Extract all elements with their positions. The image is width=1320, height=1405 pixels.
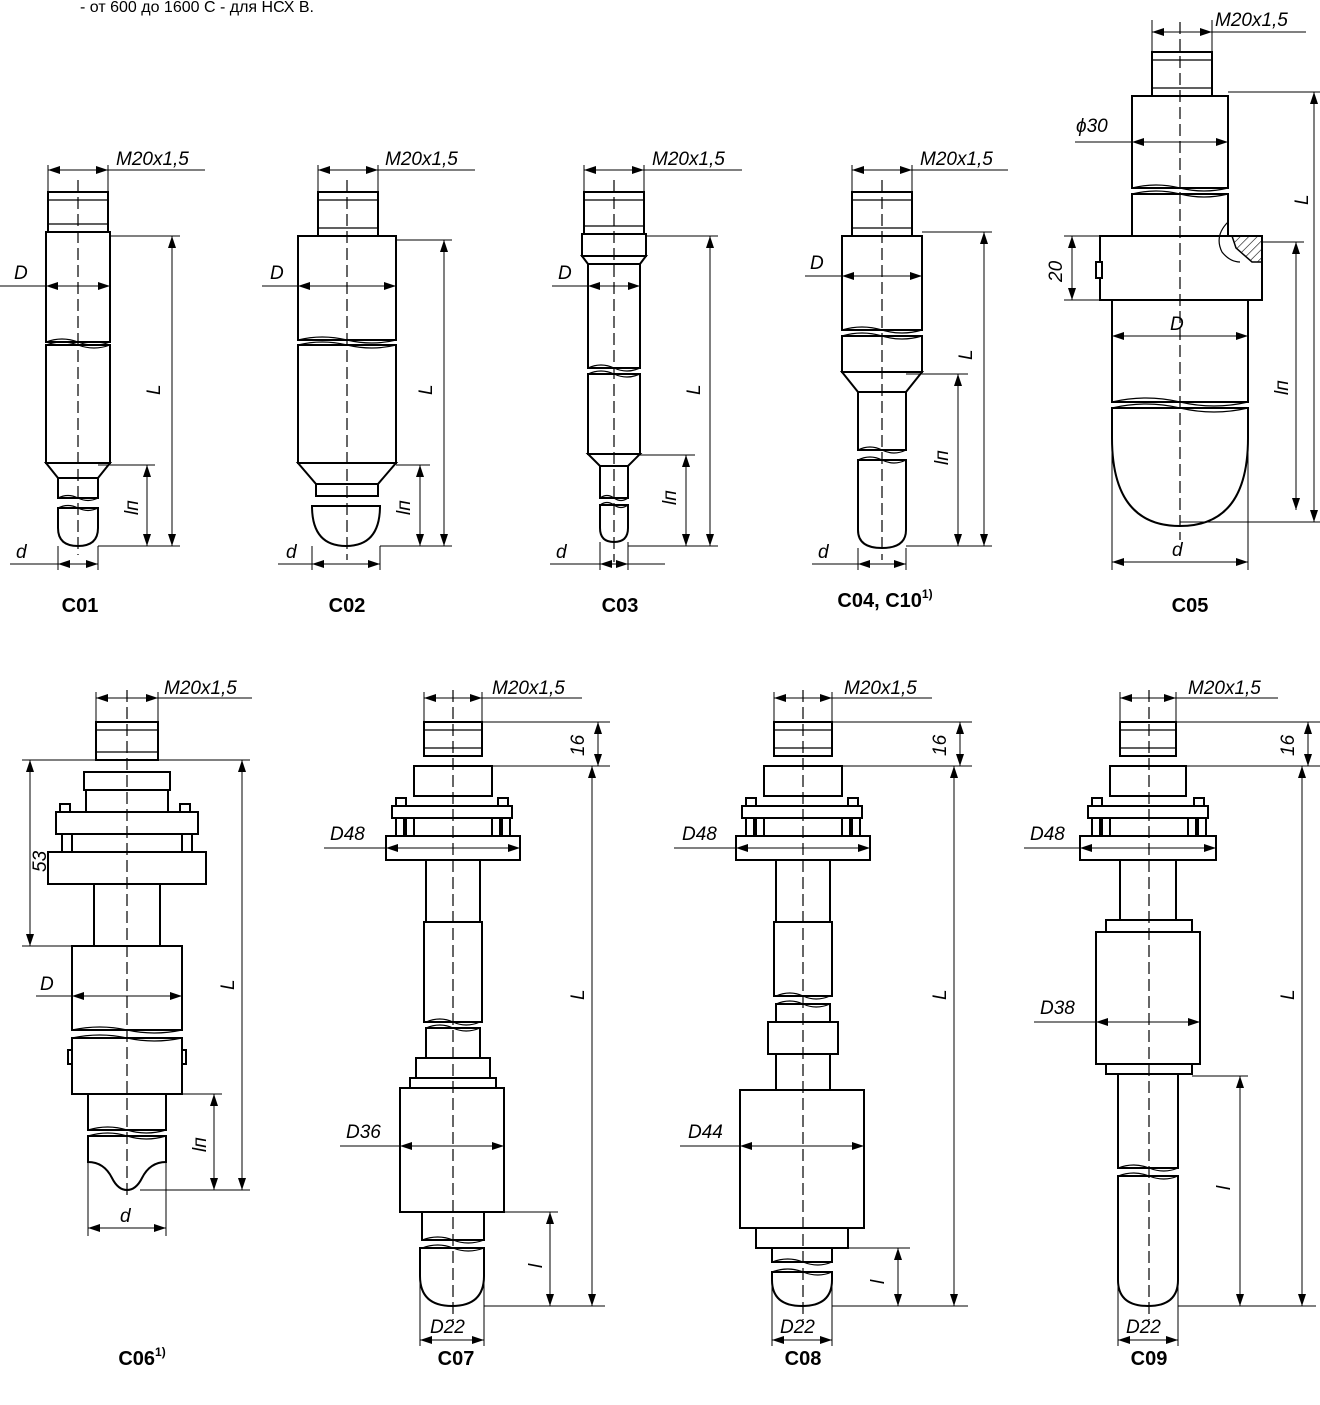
c07-D36-label: D36 [346,1122,381,1143]
c01-ln-label: lп [122,500,143,515]
c01-D-label: D [14,263,28,284]
c09-D22-label: D22 [1126,1317,1161,1338]
c01-d-label: d [16,542,28,563]
caption-c05: C05 [1172,595,1209,617]
probe-c05: M20x1,5 ϕ30 20 D L lп d C05 [1046,10,1320,617]
caption-c01: C01 [62,595,99,617]
c06-L-label: L [218,979,239,990]
c06-ln-label: lп [190,1137,211,1152]
c09-16-label: 16 [1278,734,1299,756]
c05-D-label: D [1170,314,1184,335]
caption-c06: C061) [118,1345,165,1370]
c08-D44-label: D44 [688,1122,723,1143]
caption-c02: C02 [329,595,366,617]
c07-l-label: l [526,1263,547,1268]
c03-D-label: D [558,263,572,284]
c08-D48-label: D48 [682,824,717,845]
c09-thread-label: M20x1,5 [1188,678,1261,699]
c05-d-label: d [1172,540,1184,561]
header-note: - от 600 до 1600 С - для НСХ В. [80,0,314,16]
c03-ln-label: lп [660,490,681,505]
c09-D48-label: D48 [1030,824,1065,845]
c09-l-label: l [1214,1185,1235,1190]
c02-D-label: D [270,263,284,284]
caption-c04-text: C04, C10 [837,590,922,612]
c08-16-label: 16 [930,734,951,756]
c01-L-label: L [144,384,165,395]
caption-c08: C08 [785,1348,822,1370]
caption-c04-c10: C04, C101) [837,587,932,612]
c06-d-label: d [120,1206,132,1227]
c02-ln-label: lп [394,500,415,515]
c04-ln-label: lп [932,450,953,465]
break-lines [45,184,1249,1276]
c09-L-label: L [1278,989,1299,1000]
c08-D22-label: D22 [780,1317,815,1338]
c06-D-label: D [40,974,54,995]
c03-L-label: L [684,384,705,395]
caption-c06-footnote: 1) [155,1345,166,1359]
probe-c07: M20x1,5 16 D48 D36 L l D22 C07 [324,678,610,1370]
c08-L-label: L [930,989,951,1000]
probe-c08: M20x1,5 16 D48 D44 L l D22 C08 [674,678,972,1370]
probe-c03: M20x1,5 D L lп d C03 [550,149,742,617]
c03-d-label: d [556,542,568,563]
c08-l-label: l [868,1279,889,1284]
c03-thread-label: M20x1,5 [652,149,725,170]
probe-c02: M20x1,5 D L lп d C02 [262,149,475,617]
c07-D22-label: D22 [430,1317,465,1338]
c05-thread-label: M20x1,5 [1215,10,1288,31]
c05-phi30-label: ϕ30 [1076,116,1108,137]
c06-53-label: 53 [30,850,51,872]
c07-thread-label: M20x1,5 [492,678,565,699]
probe-c09: M20x1,5 16 D48 D38 L l D22 C09 [1024,678,1320,1370]
c01-thread-label: M20x1,5 [116,149,189,170]
caption-c09: C09 [1131,1348,1168,1370]
c05-L-label: L [1292,194,1313,205]
c04-thread-label: M20x1,5 [920,149,993,170]
c09-D38-label: D38 [1040,998,1075,1019]
c06-thread-label: M20x1,5 [164,678,237,699]
probe-c01: M20x1,5 D L lп d C01 [0,149,205,617]
caption-c06-text: C06 [118,1348,155,1370]
probe-c06: M20x1,5 53 D L lп d C061) [22,678,252,1370]
c04-L-label: L [956,349,977,360]
caption-c07: C07 [438,1348,475,1370]
c07-D48-label: D48 [330,824,365,845]
c04-d-label: d [818,542,830,563]
c08-thread-label: M20x1,5 [844,678,917,699]
c05-ln-label: lп [1272,380,1293,395]
probe-c04-c10: M20x1,5 D L lп d C04, C101) [805,149,1008,612]
c02-L-label: L [416,384,437,395]
c02-d-label: d [286,542,298,563]
c05-20-label: 20 [1046,260,1067,283]
caption-c03: C03 [602,595,639,617]
c07-L-label: L [568,989,589,1000]
c02-thread-label: M20x1,5 [385,149,458,170]
c04-D-label: D [810,253,824,274]
c07-16-label: 16 [568,734,589,756]
caption-c04-footnote: 1) [922,587,933,601]
